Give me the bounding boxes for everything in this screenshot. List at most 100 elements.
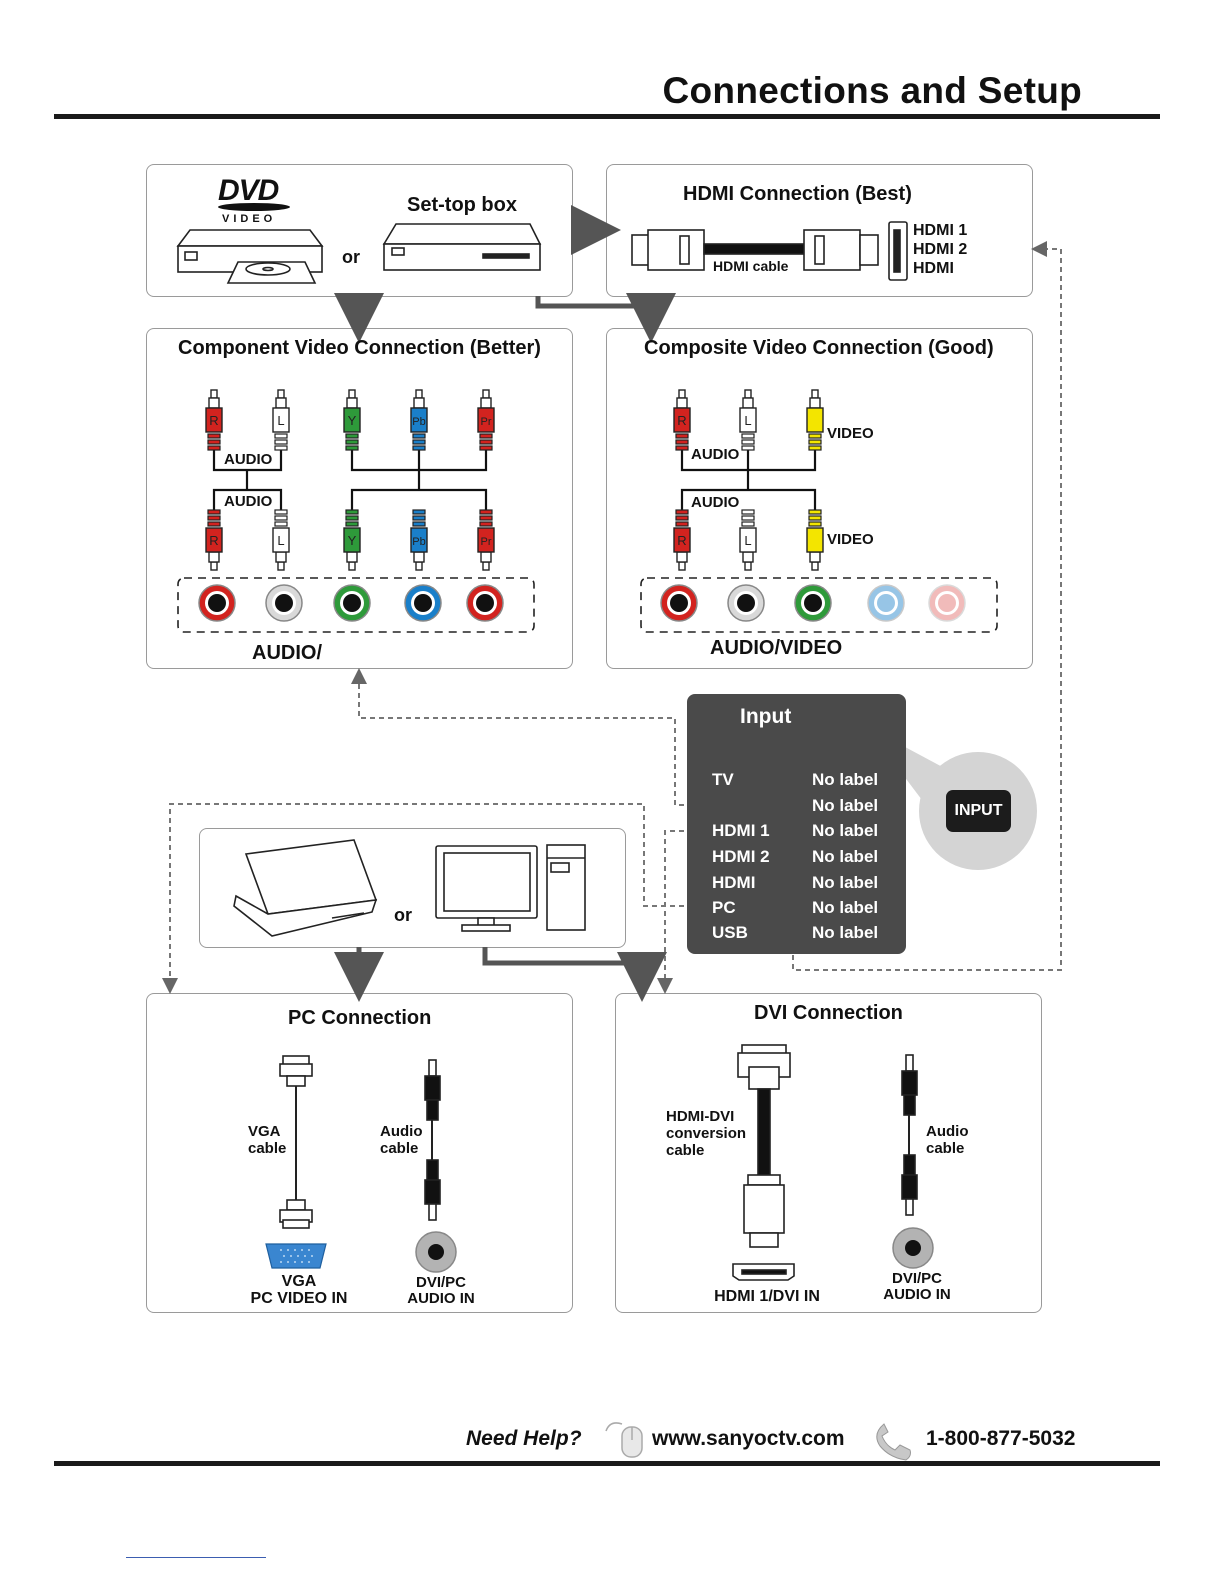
component-jack-1 (198, 584, 236, 622)
composite-plug-bottom-l-label: L (744, 533, 751, 548)
composite-plug-top-r-label: R (677, 413, 686, 428)
vga-cable-label: VGA cable (248, 1123, 287, 1157)
vga-port-label: VGA PC VIDEO IN (250, 1273, 348, 1307)
component-plug-top-pb-label: Pb (412, 416, 425, 428)
dvi-audio-cable-icon (901, 1054, 918, 1216)
header-rule (54, 114, 1160, 119)
composite-wiring (680, 448, 817, 512)
website-link[interactable]: www.sanyoctv.com (652, 1427, 845, 1450)
composite-panel-outline (640, 577, 998, 633)
component-jack-4 (404, 584, 442, 622)
input-menu-item-name[interactable]: HDMI 2 (712, 847, 770, 866)
component-panel-outline (177, 577, 535, 633)
pc-box-title: PC Connection (288, 1007, 432, 1029)
component-plug-bottom-pr-label: Pr (481, 536, 492, 548)
composite-video-top-label: VIDEO (827, 425, 874, 442)
input-menu-item-label: No label (812, 796, 879, 815)
hdmi-dvi-cable-label: HDMI-DVI conversion cable (666, 1108, 747, 1159)
dvi-audio-cable-label: Audio cable (926, 1123, 969, 1157)
phone-number: 1-800-877-5032 (926, 1427, 1076, 1450)
hdmi-dvi-port-icon (732, 1263, 795, 1281)
input-menu-item-name[interactable]: TV (712, 770, 734, 789)
hdmi-cable-icon (631, 229, 879, 271)
component-plug-top-pb: Pb (410, 389, 428, 451)
component-plug-bottom-l-label: L (277, 533, 284, 548)
pc-audio-cable-icon (424, 1059, 441, 1221)
composite-jack-3 (794, 584, 832, 622)
vga-port-icon (265, 1243, 327, 1269)
component-plug-bottom-y-label: Y (348, 533, 357, 548)
component-audio-top-label: AUDIO (224, 451, 273, 468)
input-menu-item-label: No label (812, 821, 879, 840)
composite-audio-top-label: AUDIO (691, 446, 740, 463)
input-menu-title: Input (740, 705, 792, 728)
dvi-connection-box (615, 993, 1042, 1313)
component-plug-top-pr-label: Pr (481, 416, 492, 428)
input-menu-item-label: No label (812, 873, 879, 892)
hdmi-box-title: HDMI Connection (Best) (683, 183, 912, 205)
component-plug-bottom-pb: Pb (410, 509, 428, 571)
composite-jack-1 (660, 584, 698, 622)
phone-icon (876, 1423, 911, 1461)
composite-plug-top-l: L (739, 389, 757, 451)
component-plug-bottom-pb-label: Pb (412, 536, 425, 548)
component-plug-top-r-label: R (209, 413, 218, 428)
input-menu-item-name[interactable]: USB (712, 923, 748, 942)
pc-connection-box (146, 993, 573, 1313)
set-top-box-icon (382, 223, 542, 271)
vga-port-pins (280, 1249, 313, 1263)
input-menu-item-label: No label (812, 770, 879, 789)
dvd-logo-disc (218, 203, 290, 211)
hdmi-port-2-label: HDMI 2 (913, 241, 968, 258)
set-top-box-label: Set-top box (407, 194, 517, 216)
input-menu-item-label: No label (812, 847, 879, 866)
component-plug-top-y-label: Y (348, 413, 357, 428)
arrow-to-composite (535, 293, 676, 343)
component-plug-bottom-pr: Pr (477, 509, 495, 571)
arrow-to-dvi (482, 947, 667, 1002)
composite-caption: AUDIO/VIDEO (710, 637, 843, 659)
component-audio-bottom-label: AUDIO (224, 493, 273, 510)
dashed-guides (162, 241, 1062, 994)
composite-video-bottom-label: VIDEO (827, 531, 874, 548)
component-plug-top-pr: Pr (477, 389, 495, 451)
vga-cable-icon (279, 1055, 313, 1229)
composite-plug-bottom-r: R (673, 509, 691, 571)
component-plugs-bottom: R L Y Pb Pr (205, 509, 495, 571)
input-menu-item-name[interactable]: PC (712, 898, 736, 917)
pc-audio-cable-label: Audio cable (380, 1123, 423, 1157)
composite-audio-bottom-label: AUDIO (691, 494, 740, 511)
dvi-audio-jack-icon (892, 1227, 934, 1269)
footer-rule (54, 1461, 1160, 1466)
hdmi-cable-label: HDMI cable (713, 258, 789, 274)
component-jack-3 (333, 584, 371, 622)
component-plug-bottom-r: R (205, 509, 223, 571)
page-link-underline (126, 1557, 266, 1558)
component-plug-top-l-label: L (277, 413, 284, 428)
component-plug-top-y: Y (343, 389, 361, 451)
dvd-player-icon (176, 229, 324, 284)
composite-plug-bottom-l: L (739, 509, 757, 571)
composite-plug-top-l-label: L (744, 413, 751, 428)
composite-jack-2 (727, 584, 765, 622)
hdmi-port-icon (888, 221, 908, 281)
component-caption: AUDIO/ (252, 642, 322, 664)
input-menu-item-name[interactable]: HDMI 1 (712, 821, 770, 840)
laptop-icon (233, 839, 378, 937)
composite-jacks (660, 584, 966, 622)
component-plugs-top: R L Y Pb Pr (205, 389, 495, 451)
page-title: Connections and Setup (662, 70, 1082, 111)
component-plug-top-r: R (205, 389, 223, 451)
or-label-top: or (342, 247, 360, 267)
input-menu-panel (687, 694, 906, 954)
input-menu-item-name[interactable]: HDMI (712, 873, 756, 892)
dvi-cable-icon (737, 1044, 791, 1248)
component-plug-bottom-l: L (272, 509, 290, 571)
pc-audio-port-label: DVI/PC AUDIO IN (407, 1274, 475, 1307)
dvi-audio-port-label: DVI/PC AUDIO IN (883, 1270, 951, 1303)
component-jacks (198, 584, 504, 622)
component-plug-top-l: L (272, 389, 290, 451)
hdmi-port-1-label: HDMI 1 (913, 222, 968, 239)
component-box-title: Component Video Connection (Better) (178, 337, 541, 359)
or-label-pc: or (394, 905, 412, 925)
